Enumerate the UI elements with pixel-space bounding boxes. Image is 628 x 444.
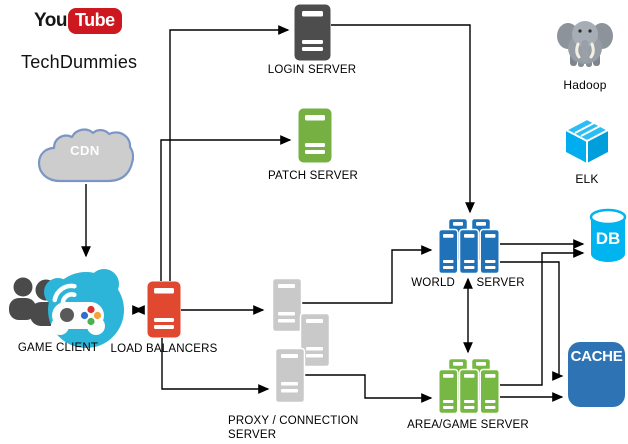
edge-world-to-cache bbox=[500, 261, 564, 381]
proxy-server-label-line2: SERVER bbox=[228, 429, 277, 441]
hadoop-elephant-icon bbox=[557, 21, 613, 67]
load-balancers-label: LOAD BALANCERS bbox=[110, 343, 218, 355]
youtube-logo: You Tube bbox=[34, 8, 122, 34]
login-server-label: LOGIN SERVER bbox=[267, 64, 357, 76]
area-game-server-label: AREA/GAME SERVER bbox=[407, 419, 529, 431]
edge-proxy-to-area bbox=[305, 374, 433, 403]
edge-login-to-world bbox=[331, 24, 475, 214]
game-client-label: GAME CLIENT bbox=[17, 342, 99, 354]
edge-lb-to-patch bbox=[160, 135, 292, 281]
proxy-server-label-line1: PROXY / CONNECTION bbox=[228, 415, 359, 427]
db-node: DB bbox=[589, 208, 627, 264]
db-label: DB bbox=[596, 229, 621, 248]
edge-lb-to-login bbox=[169, 25, 290, 281]
cache-node: CACHE bbox=[568, 342, 625, 407]
patch-server-label: PATCH SERVER bbox=[268, 170, 358, 182]
youtube-logo-you: You bbox=[34, 10, 67, 31]
patch-server-icon bbox=[298, 108, 332, 163]
youtube-logo-tube: Tube bbox=[67, 8, 122, 34]
world-server-label: WORLD SERVER bbox=[411, 277, 525, 289]
edge-lb-to-proxy-bottom bbox=[161, 338, 270, 394]
cdn-label: CDN bbox=[70, 143, 100, 158]
game-client-icon bbox=[9, 269, 124, 348]
login-server-icon bbox=[294, 4, 331, 61]
load-balancers-icon bbox=[147, 281, 181, 338]
cache-label: CACHE bbox=[570, 348, 623, 365]
hadoop-label: Hadoop bbox=[563, 78, 607, 92]
proxy-server-label: PROXY / CONNECTION SERVER bbox=[228, 414, 359, 442]
elk-box-icon bbox=[563, 117, 611, 163]
proxy-server-icon bbox=[272, 278, 330, 404]
area-game-server-icon bbox=[438, 358, 500, 414]
world-server-icon bbox=[438, 218, 500, 274]
edge-area-to-db bbox=[498, 248, 585, 386]
db-cylinder-icon: DB bbox=[589, 208, 627, 262]
elk-label: ELK bbox=[575, 172, 599, 186]
edge-proxy-to-world bbox=[302, 245, 433, 304]
channel-name: TechDummies bbox=[21, 52, 138, 72]
cdn-node: CDN bbox=[36, 126, 134, 184]
cdn-cloud-icon bbox=[37, 128, 134, 183]
